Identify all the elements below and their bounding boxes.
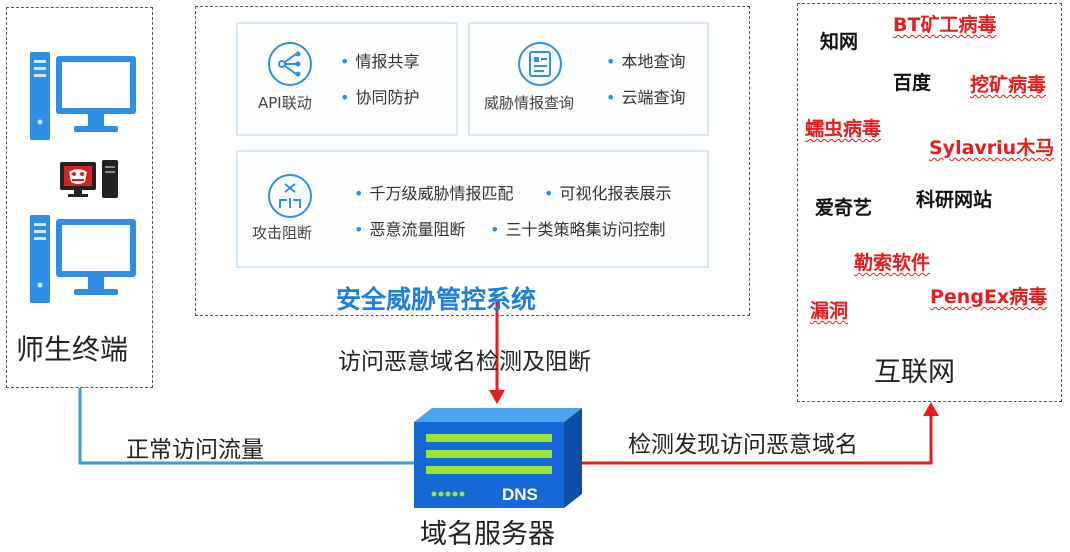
threat-intel-card: 威胁情报查询 本地查询 云端查询 xyxy=(468,22,709,136)
card-item: 本地查询 xyxy=(606,48,685,72)
card-item: 千万级威胁情报匹配 xyxy=(354,180,513,204)
site-label: PengEx病毒 xyxy=(930,286,1048,308)
site-label: 科研网站 xyxy=(916,189,993,211)
card-name: API联动 xyxy=(258,94,312,112)
site-label: 勒索软件 xyxy=(854,252,931,274)
card-item: 可视化报表展示 xyxy=(544,180,671,204)
normal-traffic-label: 正常访问流量 xyxy=(126,437,264,463)
card-item: 三十类策略集访问控制 xyxy=(490,216,665,240)
system-title: 安全威胁管控系统 xyxy=(336,285,537,314)
site-label: 百度 xyxy=(893,72,932,94)
detect-block-label: 访问恶意域名检测及阻断 xyxy=(338,349,591,375)
computer-icon xyxy=(30,215,136,303)
found-malicious-line xyxy=(580,414,933,465)
site-label: 挖矿病毒 xyxy=(970,74,1047,96)
block-icon xyxy=(268,174,312,218)
computer-icon xyxy=(30,52,136,140)
site-label: 漏洞 xyxy=(810,300,849,322)
site-label: 蠕虫病毒 xyxy=(805,118,882,140)
card-item: 恶意流量阻断 xyxy=(354,216,465,240)
api-card: API联动 情报共享 协同防护 xyxy=(236,22,458,136)
found-malicious-label: 检测发现访问恶意域名 xyxy=(628,432,858,458)
detect-block-arrowhead xyxy=(489,390,505,404)
document-search-icon xyxy=(518,42,562,86)
attack-block-card: 攻击阻断 千万级威胁情报匹配 可视化报表展示 恶意流量阻断 三十类策略集访问控制 xyxy=(236,150,709,268)
internet-group xyxy=(797,3,1062,402)
infected-computer-icon xyxy=(60,160,118,198)
card-name: 威胁情报查询 xyxy=(484,94,575,112)
normal-traffic-line xyxy=(78,388,420,465)
card-name: 攻击阻断 xyxy=(252,224,313,242)
site-label: 爱奇艺 xyxy=(815,197,873,219)
card-item: 情报共享 xyxy=(340,48,419,72)
card-item: 云端查询 xyxy=(606,84,685,108)
found-malicious-arrowhead xyxy=(923,402,939,416)
site-label: 知网 xyxy=(820,31,859,53)
dns-label: 域名服务器 xyxy=(420,519,555,550)
internet-label: 互联网 xyxy=(874,357,955,388)
terminal-group xyxy=(6,7,153,388)
api-share-icon xyxy=(268,42,312,86)
dns-server-icon: DNS xyxy=(414,408,582,508)
card-item: 协同防护 xyxy=(340,84,419,108)
site-label: BT矿工病毒 xyxy=(893,14,997,36)
terminal-label: 师生终端 xyxy=(16,333,129,366)
dns-badge: DNS xyxy=(502,485,538,504)
security-system-group xyxy=(195,6,750,316)
site-label: Sylavriu木马 xyxy=(929,137,1055,159)
